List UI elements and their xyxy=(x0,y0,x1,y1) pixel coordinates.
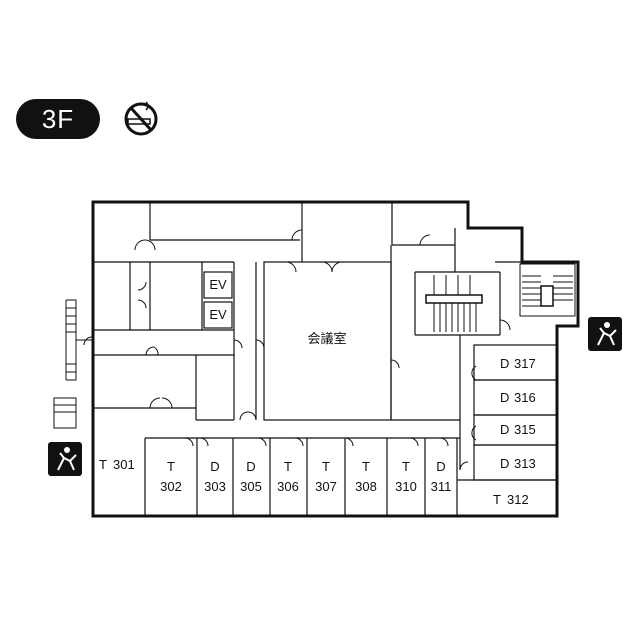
stairs-center xyxy=(425,275,483,332)
room-310-number: 310 xyxy=(395,479,417,494)
room-306-type: T xyxy=(284,459,292,474)
room-308-number: 308 xyxy=(355,479,377,494)
elevator-1-label: EV xyxy=(209,277,227,292)
room-310-type: T xyxy=(402,459,410,474)
room-301-number: 301 xyxy=(113,457,135,472)
room-316-type: D xyxy=(500,390,509,405)
room-313-number: 313 xyxy=(514,456,536,471)
room-307-type: T xyxy=(322,459,330,474)
room-312-number: 312 xyxy=(507,492,529,507)
room-311-type: D xyxy=(436,459,445,474)
conference-room-label: 会議室 xyxy=(307,331,346,346)
room-302-type: T xyxy=(167,459,175,474)
room-306-number: 306 xyxy=(277,479,299,494)
room-303-type: D xyxy=(210,459,219,474)
room-317-type: D xyxy=(500,356,509,371)
room-315-type: D xyxy=(500,422,509,437)
room-316-number: 316 xyxy=(514,390,536,405)
room-302-number: 302 xyxy=(160,479,182,494)
stairs-exterior-left xyxy=(53,299,93,429)
room-308-type: T xyxy=(362,459,370,474)
room-305-type: D xyxy=(246,459,255,474)
fire-escape-icon-left xyxy=(48,442,82,476)
room-312-type: T xyxy=(493,492,501,507)
floor-label-badge: 3F xyxy=(16,99,100,139)
door-swings xyxy=(83,229,511,471)
room-315-number: 315 xyxy=(514,422,536,437)
exterior-walls xyxy=(91,200,580,518)
elevator-2-label: EV xyxy=(209,307,227,322)
room-317-number: 317 xyxy=(514,356,536,371)
room-301-type: T xyxy=(99,457,107,472)
room-313-type: D xyxy=(500,456,509,471)
room-307-number: 307 xyxy=(315,479,337,494)
no-smoking-icon xyxy=(124,101,158,136)
room-303-number: 303 xyxy=(204,479,226,494)
stairs-right xyxy=(519,263,576,317)
room-311-number: 311 xyxy=(431,479,452,494)
room-305-number: 305 xyxy=(240,479,262,494)
interior-walls xyxy=(93,202,558,516)
fire-escape-icon xyxy=(588,317,622,351)
